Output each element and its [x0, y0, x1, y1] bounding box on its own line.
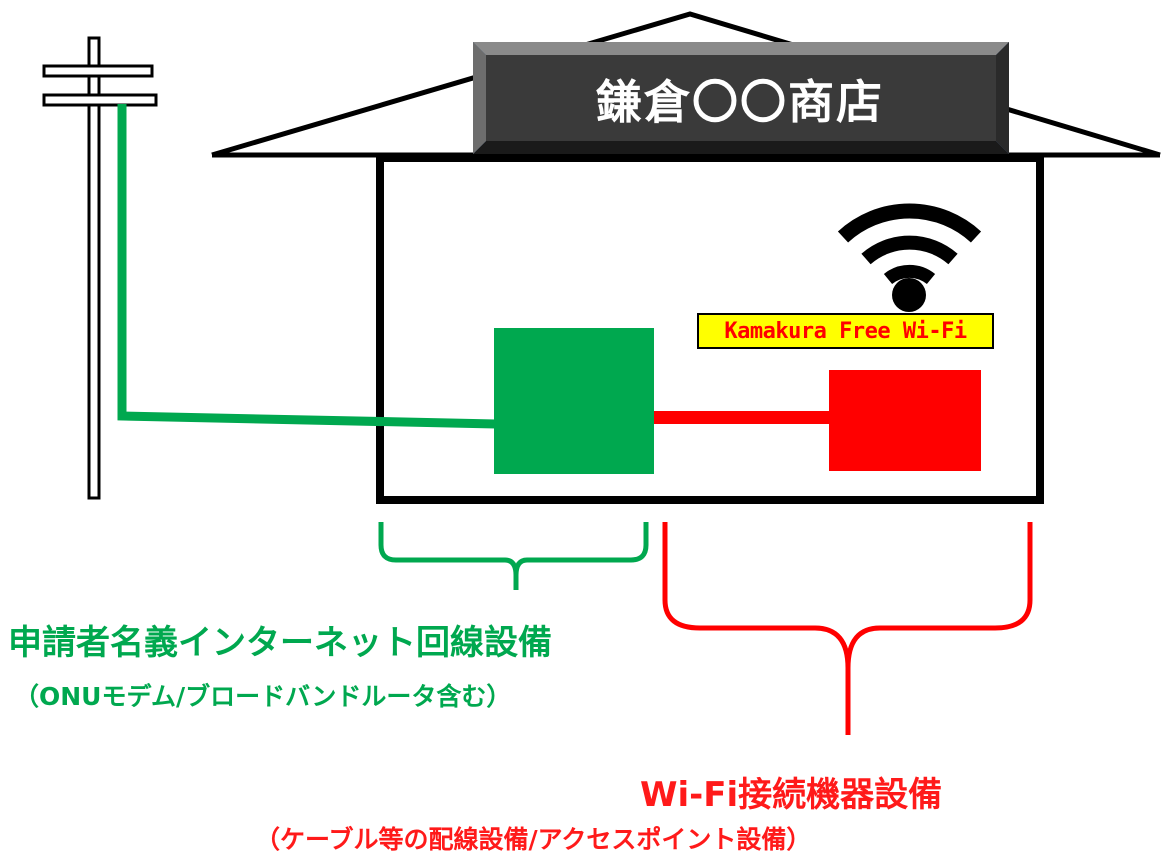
wifi-equipment-subtitle: （ケーブル等の配線設備/アクセスポイント設備）	[255, 825, 812, 854]
applicant-line-subtitle: （ONUモデム/ブロードバンドルータ含む）	[14, 682, 512, 711]
shop-sign-name: 鎌倉〇〇商店	[596, 75, 884, 129]
red-cable	[643, 411, 833, 424]
shop-sign-board	[473, 42, 1009, 154]
green-cable	[117, 104, 497, 429]
utility-pole	[42, 36, 158, 500]
access-point-box	[829, 370, 981, 471]
wifi-ssid-badge: Kamakura Free Wi-Fi	[697, 313, 994, 349]
wifi-equipment-title: Wi-Fi接続機器設備	[640, 775, 943, 815]
green-bracket	[378, 522, 649, 590]
wifi-signal-icon	[837, 203, 982, 312]
applicant-line-title: 申請者名義インターネット回線設備	[8, 623, 552, 663]
red-bracket	[662, 522, 1033, 735]
onu-router-box	[494, 328, 654, 474]
